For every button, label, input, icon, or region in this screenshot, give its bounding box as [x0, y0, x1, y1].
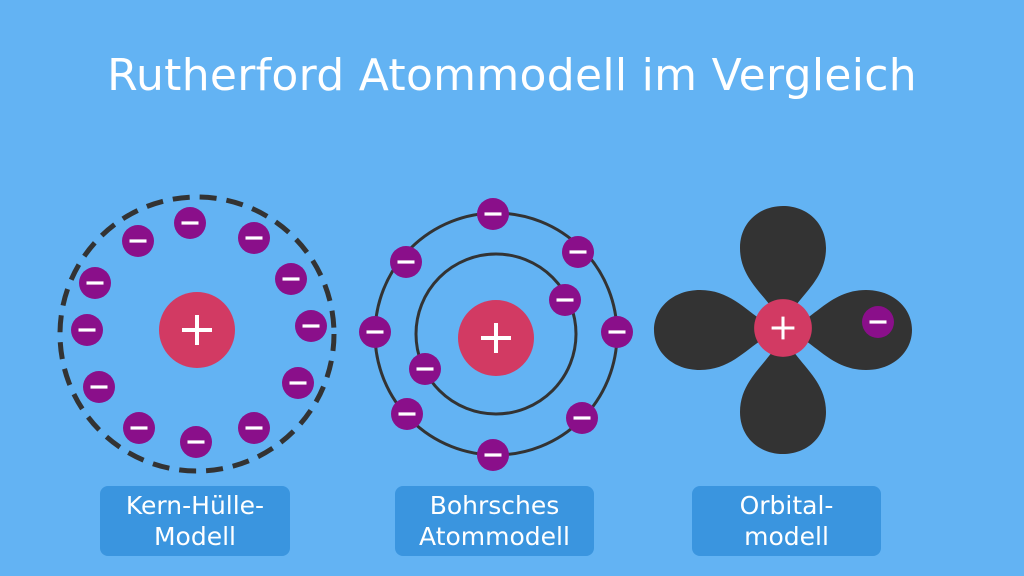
label-line: modell [744, 522, 829, 551]
orbital-lobe-left [654, 290, 783, 370]
electron-minus-icon [359, 316, 391, 348]
electron-minus-icon [566, 402, 598, 434]
electron-minus-icon [549, 284, 581, 316]
electron-minus-icon [83, 371, 115, 403]
dashed-shell [57, 194, 337, 474]
bohr-model [359, 198, 633, 471]
electron-minus-icon [123, 412, 155, 444]
electron-minus-icon [409, 353, 441, 385]
electron-minus-icon [122, 225, 154, 257]
label-line: Modell [153, 522, 236, 551]
electron-minus-icon [295, 310, 327, 342]
label-orbitalmodell: Orbital- modell [692, 486, 881, 556]
electron-minus-icon [562, 236, 594, 268]
electron-minus-icon [180, 426, 212, 458]
electron-minus-icon [238, 412, 270, 444]
orbital-lobe-bottom [740, 330, 826, 454]
nucleus-plus-icon [458, 300, 534, 376]
label-line: Kern-Hülle- [125, 491, 265, 520]
electron-minus-icon [79, 267, 111, 299]
electron-minus-icon [282, 367, 314, 399]
nucleus-plus-icon [159, 292, 235, 368]
electron-minus-icon [477, 198, 509, 230]
electron-minus-icon [275, 263, 307, 295]
inner-orbit [414, 252, 578, 416]
orbital-model [654, 206, 912, 454]
label-bohrsches-atommodell: Bohrsches Atommodell [395, 486, 594, 556]
label-line: Bohrsches [429, 491, 560, 520]
electron-minus-icon [174, 207, 206, 239]
kern-huelle-model [57, 194, 337, 474]
electron-minus-icon [391, 398, 423, 430]
electron-minus-icon [862, 306, 894, 338]
nucleus-plus-icon [754, 299, 812, 357]
electron-minus-icon [390, 246, 422, 278]
label-kern-huelle-modell: Kern-Hülle- Modell [100, 486, 290, 556]
label-line: Orbital- [739, 491, 834, 520]
electron-minus-icon [601, 316, 633, 348]
electron-minus-icon [238, 222, 270, 254]
orbital-lobe-top [740, 206, 826, 330]
page-title: Rutherford Atommodell im Vergleich [107, 50, 917, 101]
label-line: Atommodell [419, 522, 570, 551]
electron-minus-icon [477, 439, 509, 471]
electron-minus-icon [71, 314, 103, 346]
